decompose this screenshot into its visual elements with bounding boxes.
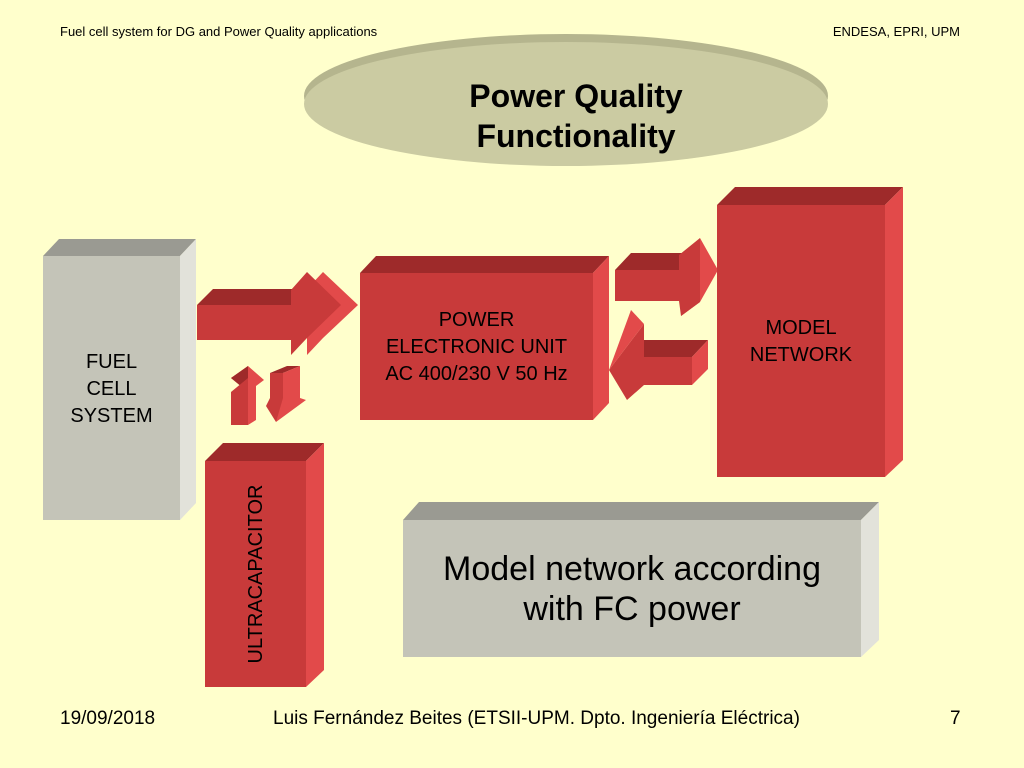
fuel-cell-label: FUEL CELL SYSTEM (43, 349, 180, 430)
title-line-2: Functionality (476, 118, 676, 154)
title-text: Power Quality Functionality (400, 76, 752, 156)
peu-label-line-1: POWER (438, 309, 515, 331)
title-ellipse (304, 34, 828, 166)
fuel-cell-label-line-1: FUEL (85, 351, 138, 373)
fuel-cell-label-line-3: SYSTEM (70, 405, 153, 427)
note-text: Model network according with FC power (403, 549, 861, 629)
footer-author: Luis Fernández Beites (ETSII-UPM. Dpto. … (273, 708, 800, 729)
footer-date: 19/09/2018 (60, 708, 156, 729)
model-network-label: MODEL NETWORK (717, 315, 885, 369)
note-line-1: Model network according (443, 550, 821, 588)
model-network-label-line-1: MODEL (765, 317, 837, 339)
note-block (403, 502, 879, 657)
power-electronic-unit-label: POWER ELECTRONIC UNIT AC 400/230 V 50 Hz (360, 307, 593, 388)
arrow-network-to-peu (609, 310, 708, 400)
ultracapacitor-label: ULTRACAPACITOR (245, 484, 267, 664)
footer-page-number: 7 (950, 708, 961, 729)
peu-label-line-2: ELECTRONIC UNIT (385, 336, 568, 358)
model-network-block (717, 187, 903, 477)
arrow-up-small (231, 366, 264, 425)
arrow-fc-to-peu (197, 272, 358, 355)
header-left-text: Fuel cell system for DG and Power Qualit… (60, 24, 378, 39)
peu-label-line-3: AC 400/230 V 50 Hz (385, 363, 568, 385)
note-line-2: with FC power (523, 590, 741, 628)
fuel-cell-label-line-2: CELL (86, 378, 137, 400)
power-electronic-unit-block (360, 256, 609, 420)
model-network-label-line-2: NETWORK (749, 344, 853, 366)
fuel-cell-block (43, 239, 196, 520)
title-line-1: Power Quality (469, 78, 683, 114)
ultracapacitor-block (205, 443, 324, 687)
arrow-peu-to-network (615, 238, 718, 316)
arrow-down-small (266, 366, 306, 422)
header-right-text: ENDESA, EPRI, UPM (832, 24, 960, 39)
